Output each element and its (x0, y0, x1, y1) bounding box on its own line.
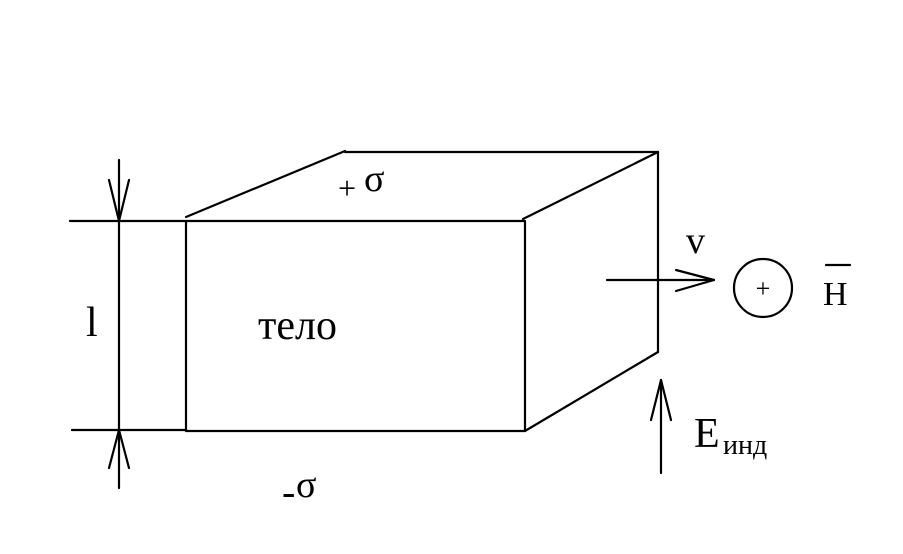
dimension-top-arrowhead (107, 178, 131, 223)
e-field-subscript: инд (723, 430, 767, 461)
body-label: тело (258, 303, 337, 349)
box-front-face (184, 219, 527, 433)
box-top-right-edge (521, 150, 660, 221)
e-field-label: E (694, 411, 720, 457)
plus-sigma-sign: + (338, 170, 356, 206)
velocity-arrowhead (674, 268, 716, 293)
box-top-left-edge (184, 149, 347, 219)
box-bottom-right-edge (523, 350, 660, 433)
field-symbol-circle (732, 257, 794, 319)
dimension-bottom-arrowhead (107, 428, 131, 470)
e-field-arrowhead (649, 378, 673, 422)
field-plus-symbol: + (756, 274, 771, 303)
length-label: l (86, 300, 98, 346)
velocity-label: v (686, 220, 705, 262)
field-label: H (823, 276, 848, 313)
minus-sigma-symbol: σ (296, 464, 316, 506)
minus-sigma-sign: - (282, 469, 295, 514)
plus-sigma-symbol: σ (364, 158, 384, 200)
